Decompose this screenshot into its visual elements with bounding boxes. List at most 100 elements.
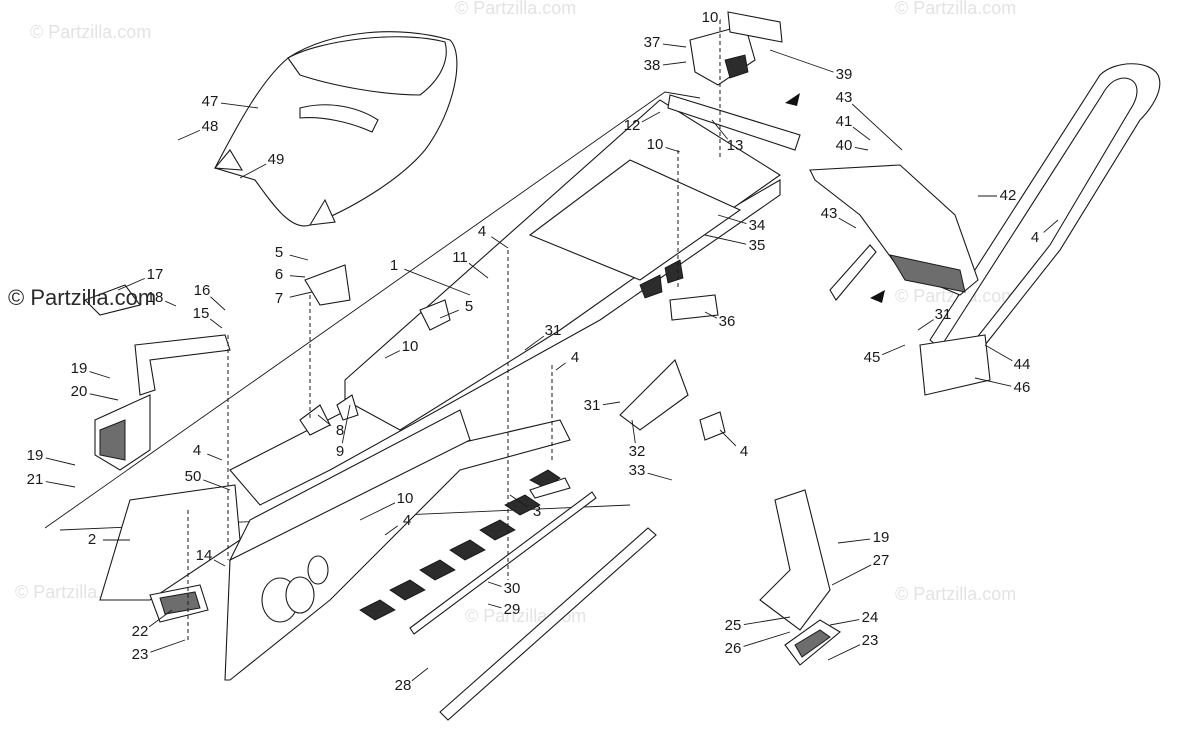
part-callout-5: 5 <box>465 298 473 315</box>
part-callout-35: 35 <box>749 237 766 254</box>
part-callout-43: 43 <box>836 89 853 106</box>
watermark-text: © Partzilla.com <box>895 584 1016 604</box>
callout-leader <box>744 632 790 646</box>
part-callout-50: 50 <box>185 468 202 485</box>
tunnel-frame <box>100 95 800 680</box>
part-callout-6: 6 <box>275 266 283 283</box>
part-callout-14: 14 <box>196 547 213 564</box>
callout-leader <box>648 473 672 480</box>
callout-leader <box>90 394 118 400</box>
part-callout-42: 42 <box>1000 187 1017 204</box>
part-callout-8: 8 <box>336 422 344 439</box>
part-callout-4: 4 <box>740 443 748 460</box>
part-callout-17: 17 <box>147 266 164 283</box>
part-callout-36: 36 <box>719 313 736 330</box>
part-callout-12: 12 <box>624 117 641 134</box>
part-callout-27: 27 <box>873 552 890 569</box>
part-callout-15: 15 <box>193 305 210 322</box>
callout-leader <box>488 582 501 586</box>
part-callout-46: 46 <box>1014 379 1031 396</box>
callout-leader <box>855 147 868 150</box>
callout-leader <box>46 458 75 465</box>
part-callout-10: 10 <box>647 136 664 153</box>
part-callout-32: 32 <box>629 443 646 460</box>
callout-leader <box>46 482 75 487</box>
part-callout-22: 22 <box>132 623 149 640</box>
callout-leader <box>744 617 790 625</box>
callout-leader <box>210 297 225 310</box>
part-callout-7: 7 <box>275 290 283 307</box>
seat-assembly <box>215 32 457 226</box>
watermark-text: © Partzilla.com <box>895 0 1016 18</box>
part-callout-24: 24 <box>862 609 879 626</box>
part-callout-23: 23 <box>132 646 149 663</box>
callout-leader <box>830 620 859 625</box>
part-callout-19: 19 <box>71 360 88 377</box>
part-callout-43: 43 <box>821 205 838 222</box>
part-callout-13: 13 <box>727 137 744 154</box>
callout-leader <box>290 276 305 277</box>
part-callout-10: 10 <box>702 9 719 26</box>
part-callout-4: 4 <box>1031 229 1039 246</box>
part-callout-41: 41 <box>836 113 853 130</box>
callout-leader <box>165 301 176 306</box>
callout-leader <box>210 319 222 328</box>
part-callout-21: 21 <box>27 471 44 488</box>
part-callout-9: 9 <box>336 443 344 460</box>
callout-leader <box>985 345 1012 361</box>
part-callout-31: 31 <box>584 397 601 414</box>
callout-leader <box>90 372 110 378</box>
part-callout-38: 38 <box>644 57 661 74</box>
callout-leader <box>663 62 686 65</box>
part-callout-48: 48 <box>202 118 219 135</box>
callout-leader <box>838 539 870 543</box>
part-callout-25: 25 <box>725 617 742 634</box>
part-callout-37: 37 <box>644 34 661 51</box>
part-callout-10: 10 <box>402 338 419 355</box>
part-callout-33: 33 <box>629 462 646 479</box>
callout-leader <box>214 560 225 566</box>
part-callout-31: 31 <box>545 322 562 339</box>
callout-leader <box>1044 220 1058 232</box>
callout-leader <box>207 454 222 460</box>
part-callout-30: 30 <box>504 580 521 597</box>
callout-leader <box>852 104 902 150</box>
part-callout-47: 47 <box>202 93 219 110</box>
part-callout-4: 4 <box>403 512 411 529</box>
part-callout-23: 23 <box>862 632 879 649</box>
watermark-text: © Partzilla.com <box>30 22 151 42</box>
callout-leader <box>839 218 856 228</box>
callout-leader <box>832 565 871 585</box>
part-callout-11: 11 <box>452 249 468 266</box>
part-callout-26: 26 <box>725 640 742 657</box>
part-callout-19: 19 <box>873 529 890 546</box>
callout-leader <box>828 645 860 660</box>
callout-leader <box>556 363 566 370</box>
callout-leader <box>853 127 870 140</box>
part-callout-19: 19 <box>27 447 44 464</box>
right-footrest <box>760 490 840 665</box>
callout-leader <box>603 402 620 405</box>
part-callout-16: 16 <box>194 282 211 299</box>
part-callout-34: 34 <box>749 217 766 234</box>
part-callout-10: 10 <box>397 490 414 507</box>
callout-leader <box>150 640 185 652</box>
callout-leader <box>290 255 308 260</box>
part-callout-49: 49 <box>268 151 285 168</box>
part-callout-31: 31 <box>935 306 952 323</box>
part-callout-45: 45 <box>864 349 881 366</box>
part-callout-20: 20 <box>71 383 88 400</box>
brand-watermark: © Partzilla.com <box>8 285 156 311</box>
callout-leader <box>663 44 686 47</box>
part-callout-44: 44 <box>1014 356 1031 373</box>
callout-leader <box>918 320 934 330</box>
part-callout-5: 5 <box>275 244 283 261</box>
part-callout-4: 4 <box>193 442 201 459</box>
rear-flap <box>810 165 978 300</box>
callout-leader <box>412 668 428 681</box>
part-callout-39: 39 <box>836 66 853 83</box>
part-callout-2: 2 <box>88 531 96 548</box>
callout-leader <box>290 292 312 297</box>
